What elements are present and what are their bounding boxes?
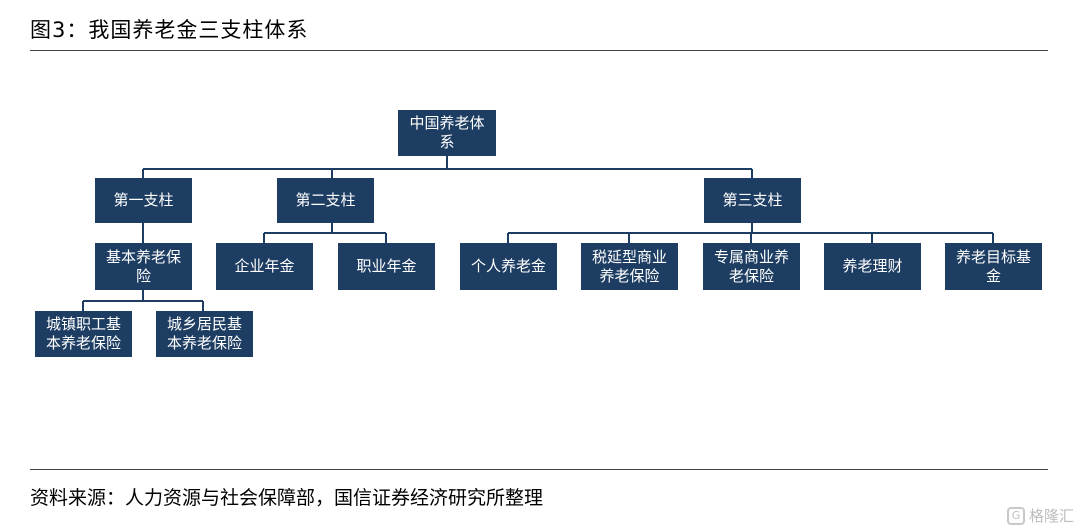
urban-employee-pension-node: 城镇职工基 本养老保险 bbox=[35, 311, 132, 357]
enterprise-annuity-node: 企业年金 bbox=[216, 243, 313, 290]
tax-deferred-insurance-node: 税延型商业 养老保险 bbox=[581, 243, 678, 290]
urban-rural-resident-pension-node: 城乡居民基 本养老保险 bbox=[156, 311, 253, 357]
occupational-annuity-node: 职业年金 bbox=[338, 243, 435, 290]
title-rule bbox=[30, 50, 1048, 51]
watermark: G 格隆汇 bbox=[1006, 505, 1074, 526]
basic-pension-node: 基本养老保 险 bbox=[95, 243, 192, 290]
personal-pension-node: 个人养老金 bbox=[460, 243, 557, 290]
source-rule bbox=[30, 469, 1048, 470]
pillar-1-node: 第一支柱 bbox=[95, 178, 192, 223]
root-node: 中国养老体 系 bbox=[398, 110, 496, 156]
watermark-logo-icon: G bbox=[1006, 506, 1025, 525]
pillar-3-node: 第三支柱 bbox=[704, 178, 801, 223]
pension-wealth-mgmt-node: 养老理财 bbox=[824, 243, 921, 290]
figure-title: 图3：我国养老金三支柱体系 bbox=[30, 18, 309, 42]
watermark-text: 格隆汇 bbox=[1028, 507, 1074, 525]
target-date-fund-node: 养老目标基 金 bbox=[945, 243, 1042, 290]
exclusive-commercial-insurance-node: 专属商业养 老保险 bbox=[703, 243, 800, 290]
figure-source: 资料来源：人力资源与社会保障部，国信证券经济研究所整理 bbox=[30, 487, 544, 509]
pillar-2-node: 第二支柱 bbox=[277, 178, 374, 223]
